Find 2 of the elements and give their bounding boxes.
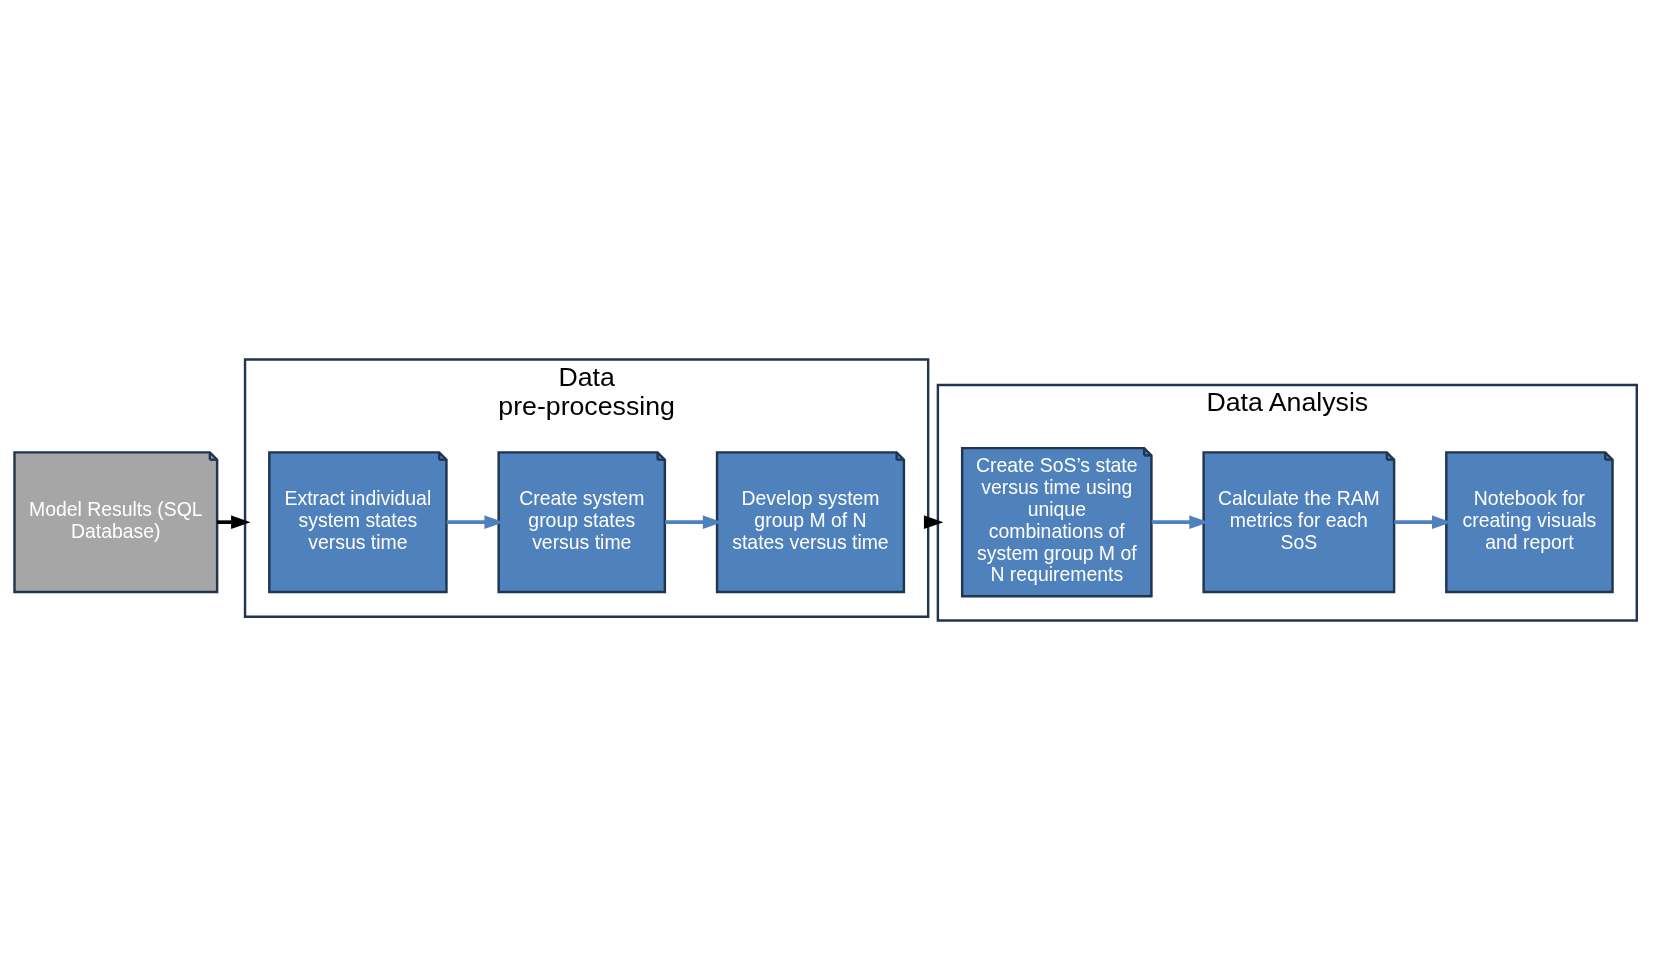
- arrow: [217, 515, 251, 529]
- arrow: [923, 515, 944, 529]
